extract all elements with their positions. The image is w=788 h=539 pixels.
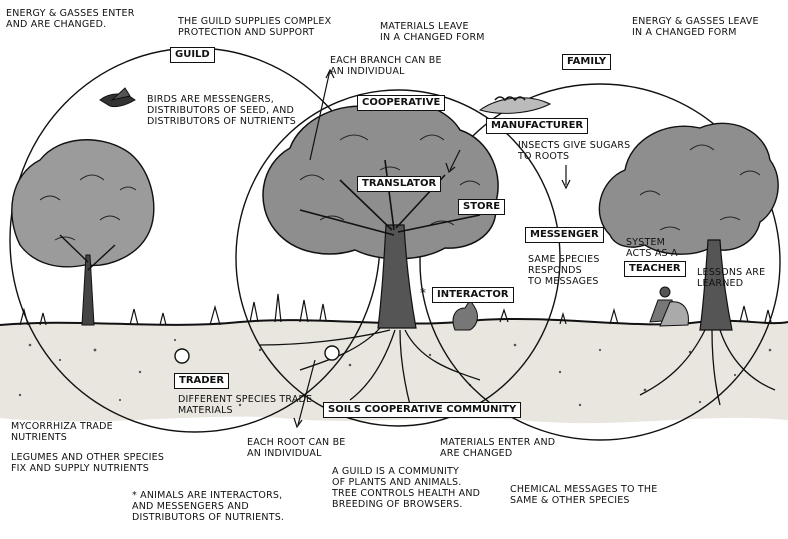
system-acts-note: SYSTEM ACTS AS A [626,237,678,259]
kangaroo-icon [452,299,478,331]
caterpillar-leaf-icon [478,96,552,114]
person-sitting-icon [649,286,689,327]
birds-note: BIRDS ARE MESSENGERS, DISTRIBUTORS OF SE… [147,94,296,127]
trader-box: TRADER [174,373,230,389]
each-root-note: EACH ROOT CAN BE AN INDIVIDUAL [247,437,346,459]
cooperative-box: COOPERATIVE [357,95,446,111]
connector-lines [293,68,571,429]
bird-icon [99,87,136,107]
store-box: STORE [458,199,506,215]
each-branch-note: EACH BRANCH CAN BE AN INDIVIDUAL [330,55,442,77]
different-species-note: DIFFERENT SPECIES TRADE MATERIALS [178,394,313,416]
chemical-messages-note: CHEMICAL MESSAGES TO THE SAME & OTHER SP… [510,484,658,506]
mycorrhiza-note: MYCORRHIZA TRADE NUTRIENTS [11,421,113,443]
manufacturer-box: MANUFACTURER [486,118,589,134]
root-nodule-icons [174,345,340,364]
teacher-box: TEACHER [624,261,686,277]
family-box: FAMILY [562,54,612,70]
animals-note: * ANIMALS ARE INTERACTORS, AND MESSENGER… [132,490,285,523]
ground-plants [19,293,772,326]
soils-cooperative-community-box: SOILS COOPERATIVE COMMUNITY [323,402,522,418]
guild-box: GUILD [170,47,215,63]
materials-leave-note: MATERIALS LEAVE IN A CHANGED FORM [380,21,485,43]
interactor-star: * [420,286,427,300]
materials-enter-note: MATERIALS ENTER AND ARE CHANGED [440,437,556,459]
energy-leave-note: ENERGY & GASSES LEAVE IN A CHANGED FORM [632,16,759,38]
right-tree [598,122,779,406]
insects-note: INSECTS GIVE SUGARS TO ROOTS [518,140,631,162]
left-tree [11,139,155,326]
guild-circle-right [419,83,781,441]
lessons-note: LESSONS ARE LEARNED [697,267,766,289]
guild-circle-middle [235,89,561,427]
energy-enter-note: ENERGY & GASSES ENTER AND ARE CHANGED. [6,8,135,30]
legumes-note: LEGUMES AND OTHER SPECIES FIX AND SUPPLY… [11,452,165,474]
translator-box: TRANSLATOR [357,176,442,192]
guild-supplies-note: THE GUILD SUPPLIES COMPLEX PROTECTION AN… [178,16,332,38]
a-guild-note: A GUILD IS A COMMUNITY OF PLANTS AND ANI… [332,466,481,510]
messenger-box: MESSENGER [525,227,604,243]
interactor-box: INTERACTOR [432,287,514,303]
same-species-note: SAME SPECIES RESPONDS TO MESSAGES [528,254,600,287]
